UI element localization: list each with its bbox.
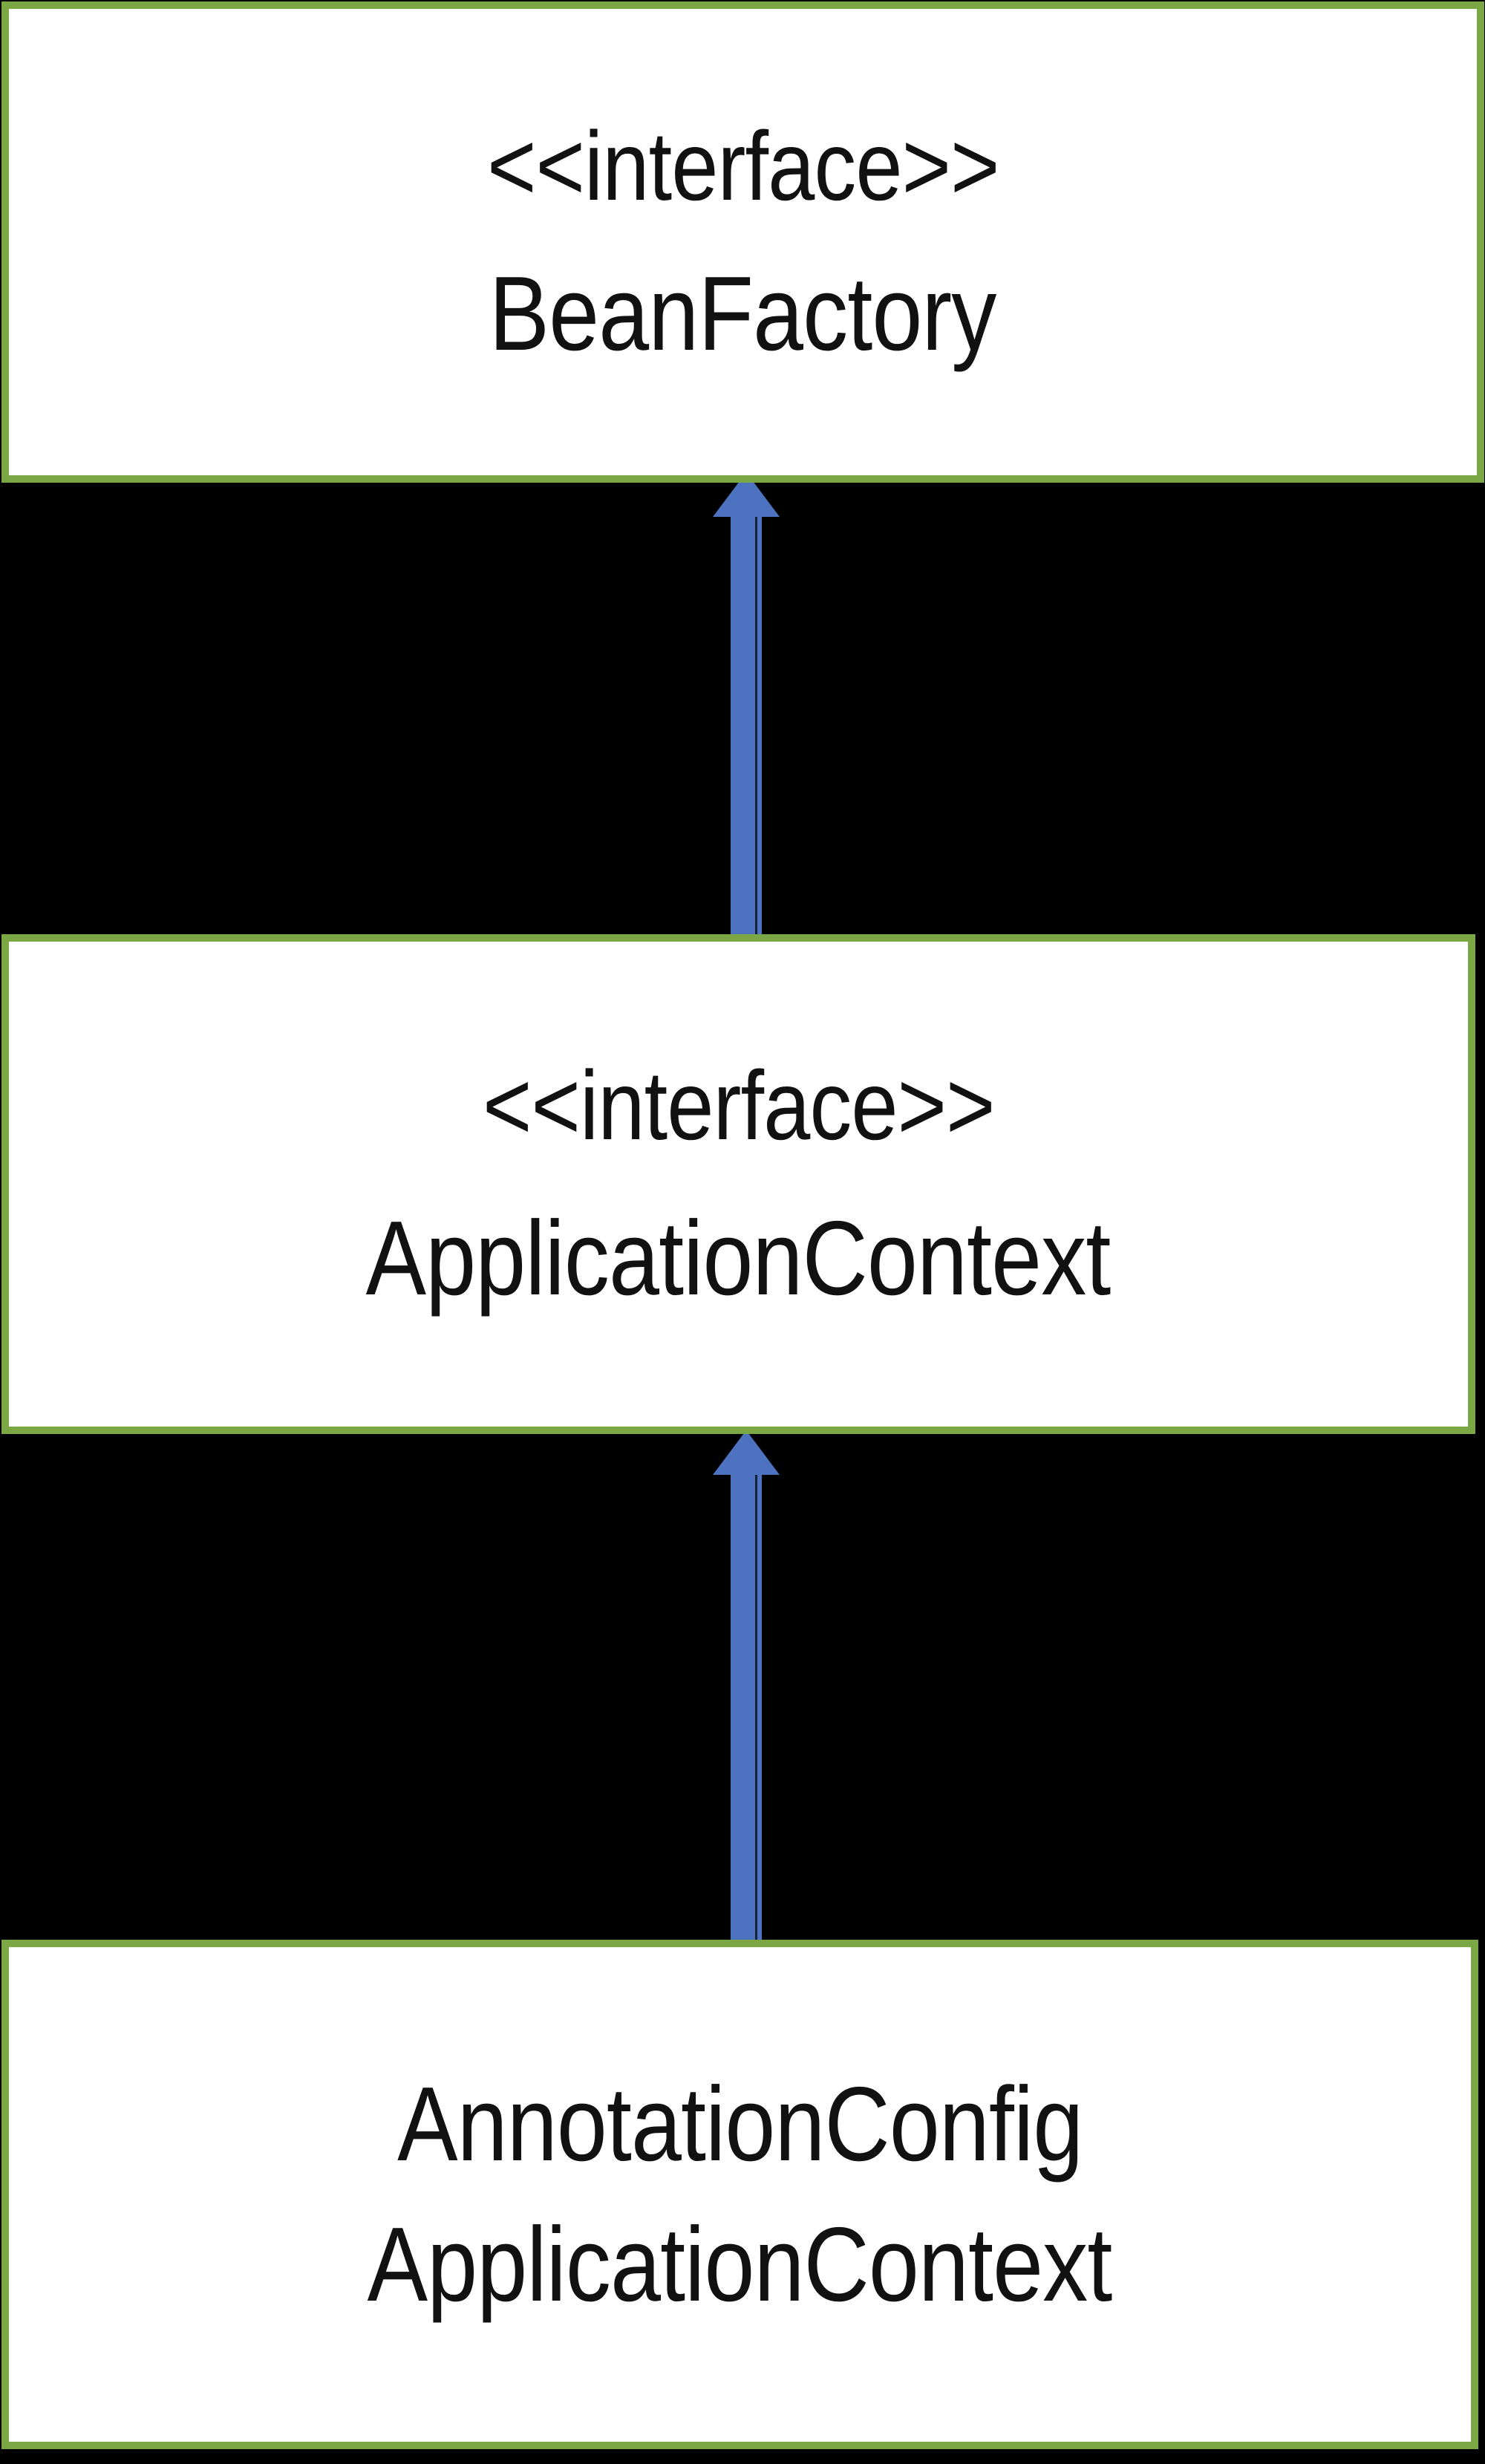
arrow-graphic [713, 1430, 780, 1945]
arrow-graphic [713, 472, 780, 939]
uml-class-box-applicationcontext[interactable]: <<interface>> ApplicationContext [1, 934, 1475, 1434]
arrow-shaft-seam [755, 515, 757, 939]
stereotype-label-beanfactory: <<interface>> [486, 111, 999, 221]
uml-class-box-annotationconfigapplicationcontext[interactable]: AnnotationConfig ApplicationContext [1, 1940, 1478, 2449]
class-name-annotationconfig-line2: ApplicationContext [368, 2206, 1113, 2324]
class-name-annotationconfig-line1: AnnotationConfig [396, 2064, 1083, 2183]
class-name-beanfactory: BeanFactory [489, 255, 997, 374]
stereotype-label-applicationcontext: <<interface>> [482, 1051, 995, 1161]
generalization-arrow-applicationcontext-to-beanfactory [683, 471, 809, 939]
generalization-arrow-annotationconfig-to-applicationcontext [683, 1429, 809, 1945]
class-name-applicationcontext: ApplicationContext [366, 1199, 1112, 1317]
arrowhead [713, 472, 780, 517]
arrowhead [713, 1430, 780, 1475]
uml-class-box-beanfactory[interactable]: <<interface>> BeanFactory [1, 1, 1484, 483]
arrow-shaft-seam [755, 1473, 757, 1945]
